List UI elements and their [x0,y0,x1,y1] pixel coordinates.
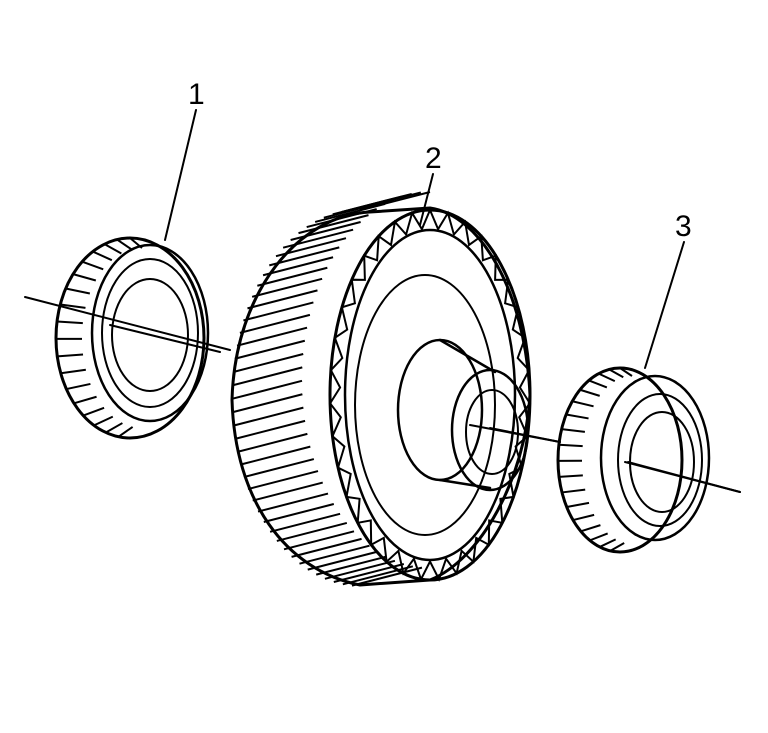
gear-tooth [275,237,347,258]
bearing-roller [66,382,91,391]
gear-tooth [350,191,422,212]
bearing-roller [60,303,86,309]
gear-tooth [234,419,306,440]
callout-number-2: 2 [425,142,442,175]
gear-tooth [231,379,303,400]
callout-number-1: 1 [188,78,205,111]
bearing-roller [92,250,113,262]
bearing-roller [565,413,589,420]
bearing-roller [82,406,105,417]
callout-2: 2 [419,142,442,226]
bearing-roller [65,287,91,295]
bearing-roller [566,501,590,508]
bearing-roller [589,532,609,542]
gear-tooth [263,503,335,523]
gear-tooth [233,406,304,427]
gear-tooth [282,228,354,249]
bearing-roller [608,368,624,379]
gear-tooth [236,326,308,347]
left-bearing [54,236,221,440]
gear-tooth [269,512,341,533]
gear-tooth [257,266,328,287]
gear-tooth [333,563,405,583]
gear-tooth [257,492,329,513]
bearing-roller [116,238,133,251]
bearing-roller [580,524,601,533]
gear-tooth [324,559,396,580]
gear-tooth [307,550,378,571]
bearing-roller [57,353,84,358]
helical-gear [230,191,561,587]
bearing-roller [72,273,97,282]
bearing-roller [572,513,595,522]
bearing-roller [129,237,143,249]
bearing-roller [117,426,134,438]
gear-tooth [290,221,361,241]
right-bearing [556,366,741,554]
callout-number-3: 3 [675,210,692,243]
gear-tooth [283,530,355,551]
gear-tooth [276,521,348,542]
gear-tooth [243,458,315,479]
gear-tooth [262,256,334,277]
bearing-roller [104,243,122,255]
gear-tooth [239,313,311,334]
bearing-roller [105,422,123,434]
gear-tooth [232,353,304,373]
gear-tooth [298,214,369,235]
bearing-roller [619,367,633,377]
bearing-roller [60,368,86,375]
gear-tooth [269,246,340,267]
gear-tooth [243,301,314,322]
bearing-roller [561,428,586,433]
bearing-roller [558,474,583,478]
bearing-roller [588,379,608,389]
gear-tooth [247,289,318,310]
gear-rim-serration [328,209,532,582]
gear-tooth [291,537,362,558]
gear-tooth [234,339,306,360]
bearing-roller [56,320,83,325]
bearing-roller [579,388,600,397]
gear-tooth [351,566,423,587]
gear-tooth [232,393,303,414]
bearing-roller [93,415,114,427]
gear-tooth [299,544,370,565]
gear-tooth [306,208,377,229]
bearing-roller [73,395,97,405]
bearing-roller [81,260,104,271]
callout-3: 3 [644,210,692,369]
bearing-roller [572,400,594,408]
callout-1: 1 [164,78,205,241]
bearing-roller [558,443,583,448]
gear-tooth [232,366,303,387]
bearing-roller [609,542,625,552]
bearing-roller [561,488,586,494]
gear-tooth [237,432,308,453]
gear-tooth [251,277,323,298]
bearing-roller [599,538,617,548]
gear-tooth [252,481,323,502]
bearing-roller [598,372,616,383]
gear-tooth [342,565,414,586]
gear-tooth [240,445,311,466]
gear-tooth [247,470,319,491]
gear-tooth [359,191,431,211]
gear-tooth [315,555,387,576]
